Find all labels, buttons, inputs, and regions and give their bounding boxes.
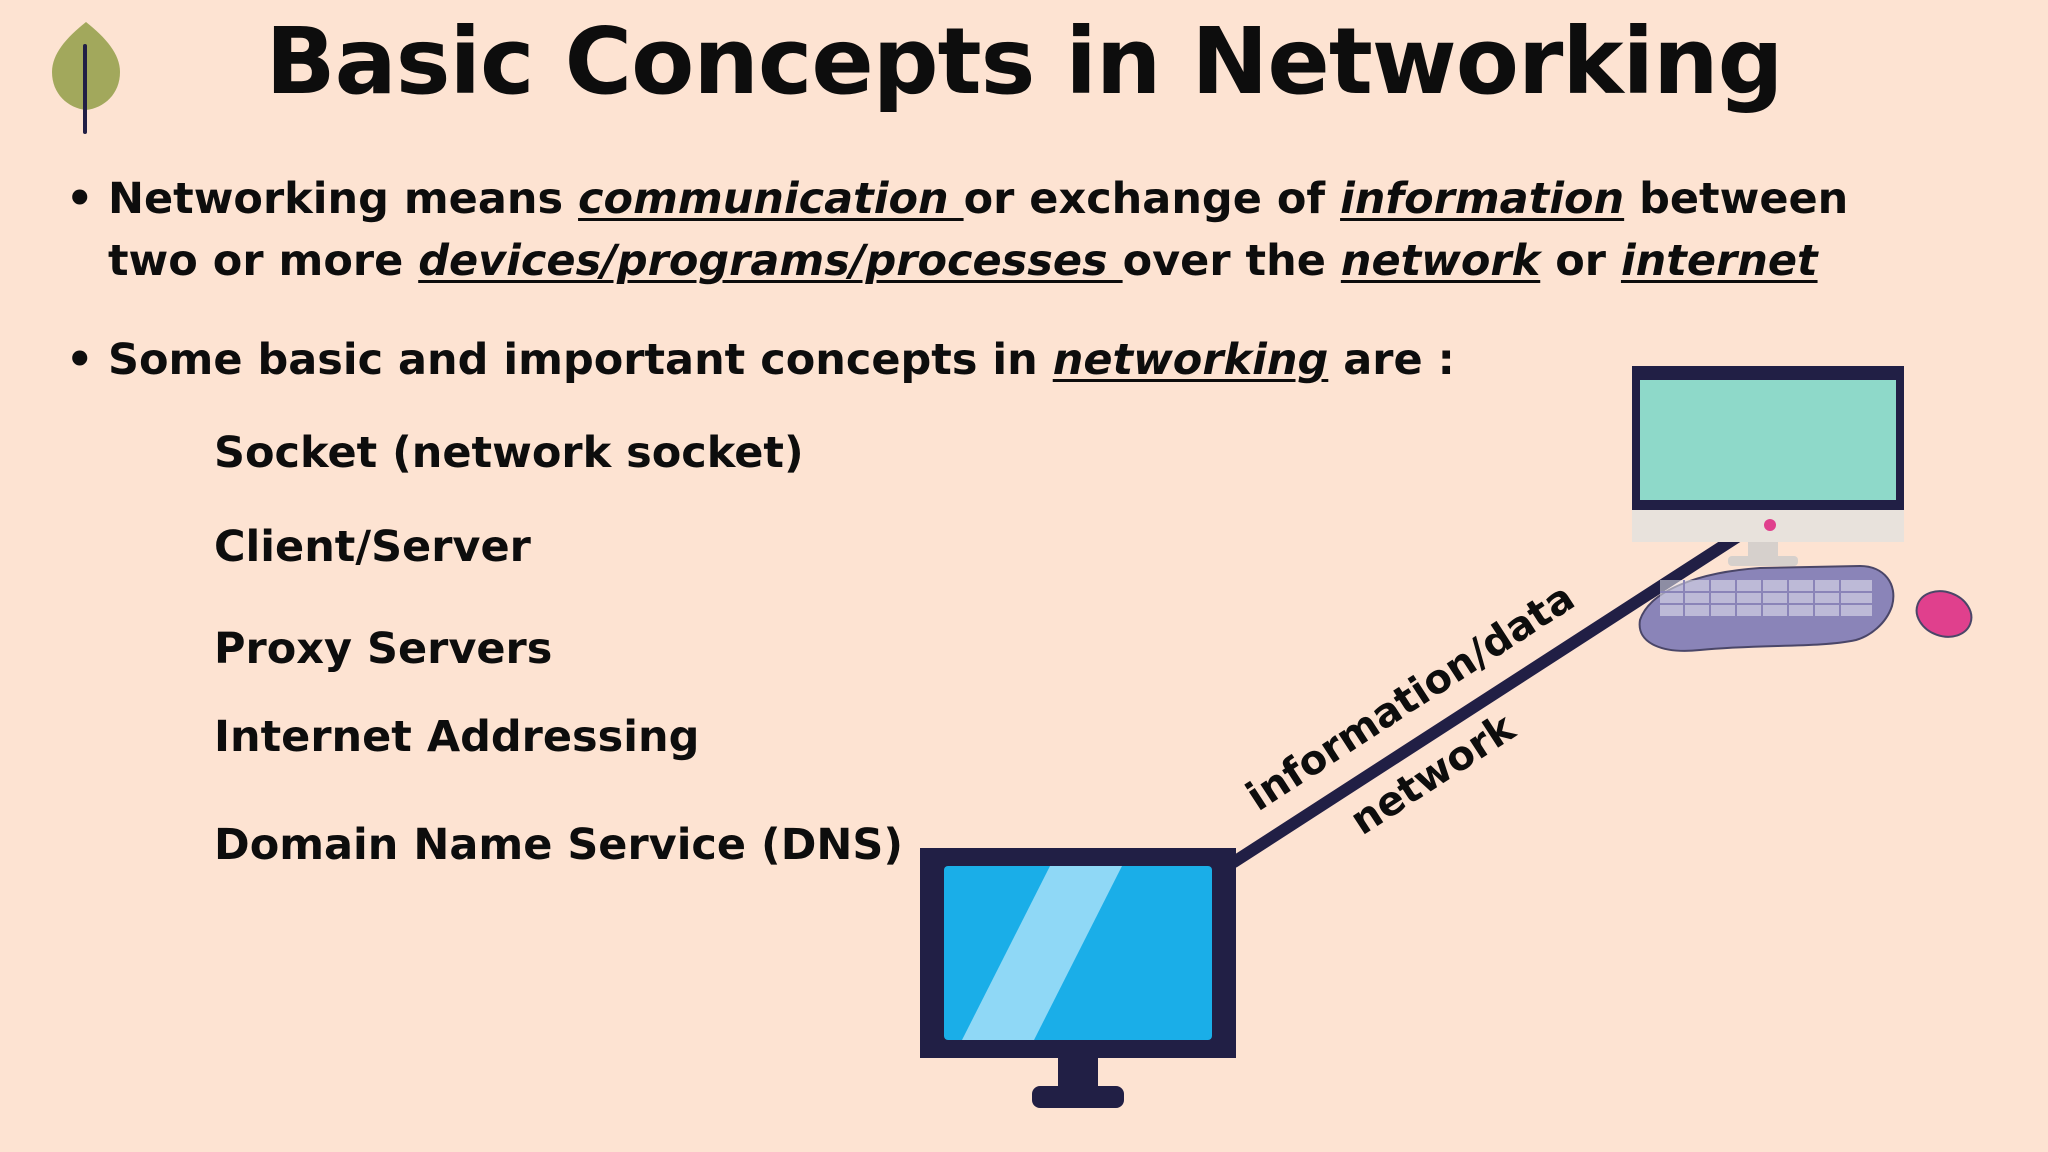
concept-proxy-servers: Proxy Servers	[214, 624, 553, 674]
concept-dns: Domain Name Service (DNS)	[214, 820, 904, 870]
concept-socket: Socket (network socket)	[214, 428, 804, 478]
bullet-text: are :	[1328, 335, 1455, 385]
keyboard-icon	[1638, 564, 1895, 652]
emphasized-term: network	[1340, 236, 1541, 286]
network-line	[1228, 520, 1760, 868]
bullet-text: over the	[1122, 236, 1341, 286]
bullet-concepts-intro: Some basic and important concepts in net…	[66, 329, 1928, 391]
bullet-text: between two or more	[108, 174, 1849, 286]
bullet-text: Some basic and important concepts in	[108, 335, 1053, 385]
bullet-text: or exchange of	[963, 174, 1341, 224]
emphasized-term: information	[1340, 174, 1625, 224]
emphasized-term: devices/programs/processes	[418, 236, 1123, 286]
bullet-definition: Networking means communication or exchan…	[66, 168, 1928, 292]
monitor-icon	[920, 848, 1236, 1108]
emphasized-term: communication	[578, 174, 964, 224]
page-title: Basic Concepts in Networking	[265, 8, 1784, 115]
desktop-computer-icon	[1632, 366, 1904, 566]
concept-client-server: Client/Server	[214, 522, 531, 572]
emphasized-term: internet	[1620, 236, 1818, 286]
bullet-text: or	[1540, 236, 1621, 286]
leaf-logo-icon	[52, 22, 120, 134]
bullet-text: Networking means	[108, 174, 579, 224]
emphasized-term: networking	[1052, 335, 1329, 385]
concept-internet-addressing: Internet Addressing	[214, 712, 700, 762]
mouse-icon	[1915, 590, 1973, 638]
